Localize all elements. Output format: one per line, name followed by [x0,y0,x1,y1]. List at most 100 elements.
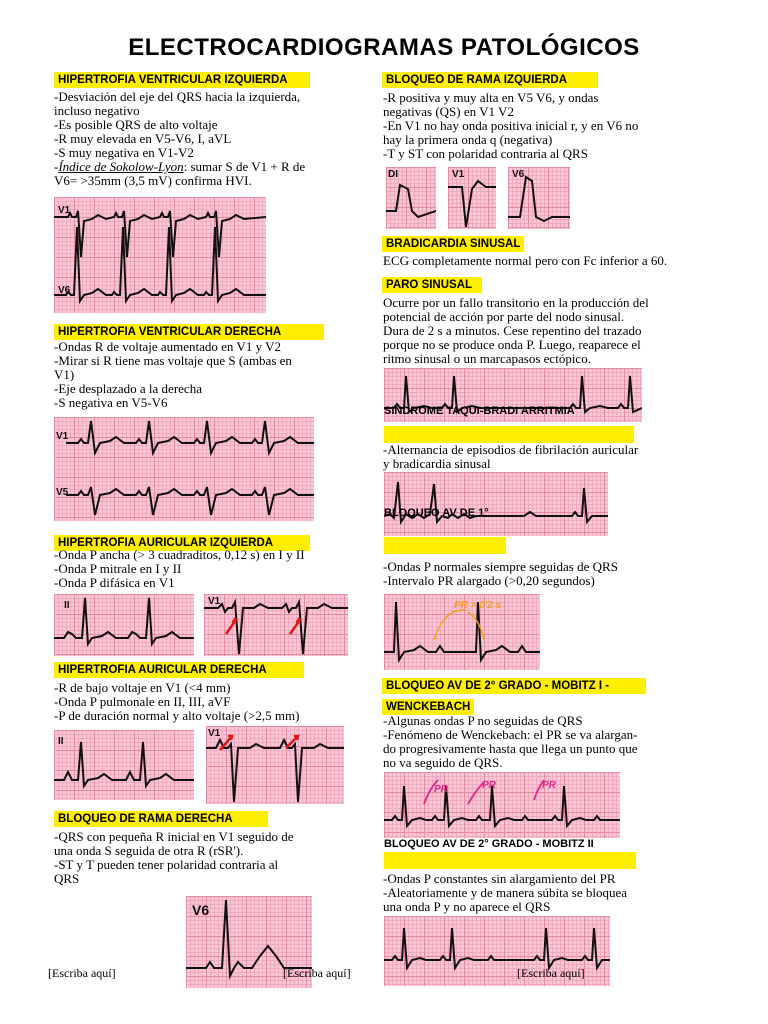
highlight-mobitz2 [384,852,636,869]
page-title: ELECTROCARDIOGRAMAS PATOLÓGICOS [128,34,640,61]
lead-label: DI [388,169,398,180]
heading-bradi: BRADICARDIA SINUSAL [382,236,524,252]
heading-hai: HIPERTROFIA AURICULAR IZQUIERDA [54,535,310,551]
ecg-trace [54,741,194,789]
bri-line: hay la primera onda q (negativa) [383,132,553,147]
bri-line: negativas (QS) en V1 V2 [383,104,514,119]
had-line: -Onda P pulmonale en II, III, aVF [54,694,231,709]
brd-line: -ST y T pueden tener polaridad contraria… [54,857,279,872]
lead-label: V1 [58,205,71,216]
lead-label: II [58,736,64,747]
lead-label: V1 [452,169,465,180]
footer-placeholder[interactable]: [Escriba aquí] [283,966,351,980]
bradi-line: ECG completamente normal pero con Fc inf… [383,253,668,268]
ecg-trace [384,375,642,414]
ecg-trace [384,601,540,664]
pr-annotation: PR [482,780,496,791]
ecg-trace [54,597,194,648]
brd-line: una onda S seguida de otra R (rSR'). [54,843,244,858]
text-paro: Ocurre por un fallo transitorio en la pr… [383,296,649,366]
av1-line: -Ondas P normales siempre seguidas de QR… [383,559,618,574]
hvi-line: incluso negativo [54,103,140,118]
paro-line: Dura de 2 s a minutos. Cese repentino de… [383,323,642,338]
sokolow-line: -Índice de Sokolow-Lyon: sumar S de V1 +… [54,159,306,174]
ecg-had-ii: II [54,730,194,800]
sokolow-term: Índice de Sokolow-Lyon [58,159,184,174]
footer-placeholder[interactable]: [Escriba aquí] [48,966,116,980]
paro-line: porque no se produce onda P. Luego, reap… [383,337,641,352]
ecg-hai-v1: V1 [204,594,348,656]
ecg-paro [384,368,642,422]
text-brd: -QRS con pequeña R inicial en V1 seguido… [54,830,294,886]
heading-paro: PARO SINUSAL [382,277,482,293]
heading-brd: BLOQUEO DE RAMA DERECHA [54,811,268,827]
ecg-trace [508,175,570,223]
heading-taqui: SINDROME TAQUI-BRADI ARRITMIA [384,405,575,417]
sokolow-line2: V6= >35mm (3,5 mV) confirma HVI. [54,173,252,188]
ecg-trace [448,179,496,228]
lead-label: V6 [512,169,525,180]
hai-line: -Onda P mitrale en I y II [54,561,182,576]
footer-placeholder[interactable]: [Escriba aquí] [517,966,585,980]
ecg-hvi: V1 V6 [54,197,266,313]
taqui-line: y bradicardia sinusal [383,456,491,471]
bri-line: -T y ST con polaridad contraria al QRS [383,146,588,161]
lead-label: V1 [56,431,69,442]
brd-line: QRS [54,871,80,886]
hvi-line: -S muy negativa en V1-V2 [54,145,194,160]
ecg-trace [384,481,608,526]
ecg-trace [54,210,266,305]
hai-line: -Onda P ancha (> 3 cuadraditos, 0,12 s) … [54,547,305,562]
ecg-trace [66,420,314,516]
heading-mobitz1-l2: WENCKEBACH [382,699,474,715]
pr-annotation: PR > 0'2 s [454,600,502,611]
mobitz1-line: -Algunas ondas P no seguidas de QRS [383,713,583,728]
hvd-line: -S negativa en V5-V6 [54,395,168,410]
hai-line: -Onda P difásica en V1 [54,575,175,590]
lead-label: V1 [208,596,221,607]
ecg-trace [384,927,610,972]
text-hai: -Onda P ancha (> 3 cuadraditos, 0,12 s) … [54,548,305,590]
mobitz2-line: -Aleatoriamente y de manera súbita se bl… [383,885,628,900]
heading-had: HIPERTROFIA AURICULAR DERECHA [54,662,304,678]
pr-annotation: PR [542,780,556,791]
ecg-brd: V6 [186,896,312,988]
hvi-line: -Desviación del eje del QRS hacia la izq… [54,89,301,104]
paro-line: potencial de acción por parte del nodo s… [383,309,625,324]
ecg-taqui [384,472,608,536]
ecg-bri-di: DI [386,167,436,229]
heading-av1: BLOQUEO AV DE 1° [384,507,489,519]
text-taqui: -Alternancia de episodios de fibrilación… [383,443,638,471]
text-bri: -R positiva y muy alta en V5 V6, y ondas… [383,91,638,161]
had-line: -R de bajo voltaje en V1 (<4 mm) [54,680,231,695]
paro-line: ritmo sinusal o un marcapasos ectópico. [383,351,591,366]
heading-bri: BLOQUEO DE RAMA IZQUIERDA [382,72,598,88]
lead-label: V1 [208,728,221,739]
pr-annotation: PR [434,784,448,795]
hvd-line: -Ondas R de voltaje aumentado en V1 y V2 [54,339,281,354]
ecg-av1: PR > 0'2 s [384,594,540,670]
ecg-trace [386,183,436,219]
ecg-hvd: V1 V5 [54,417,314,521]
heading-hvi: HIPERTROFIA VENTRICULAR IZQUIERDA [54,72,310,88]
text-bradi: ECG completamente normal pero con Fc inf… [383,254,667,268]
mobitz1-line: no va seguido de QRS. [383,755,503,770]
mobitz2-line: una onda P y no aparece el QRS [383,899,551,914]
brd-line: -QRS con pequeña R inicial en V1 seguido… [54,829,294,844]
bri-line: -En V1 no hay onda positiva inicial r, y… [383,118,639,133]
hvi-line: -R muy elevada en V5-V6, I, aVL [54,131,232,146]
ecg-had-v1: V1 [206,726,344,804]
text-had: -R de bajo voltaje en V1 (<4 mm) -Onda P… [54,681,299,723]
lead-label: V6 [192,902,210,918]
ecg-bri-v6: V6 [508,167,570,229]
hvd-line: V1) [54,367,75,382]
ecg-trace [204,598,348,655]
text-mobitz2: -Ondas P constantes sin alargamiento del… [383,872,627,914]
hvi-line: -Es posible QRS de alto voltaje [54,117,218,132]
ecg-bri-v1: V1 [448,167,496,229]
lead-label: II [64,600,70,611]
hvd-line: -Mirar si R tiene mas voltaje que S (amb… [54,353,292,368]
av1-line: -Intervalo PR alargado (>0,20 segundos) [383,573,595,588]
text-av1: -Ondas P normales siempre seguidas de QR… [383,560,618,588]
paro-line: Ocurre por un fallo transitorio en la pr… [383,295,649,310]
